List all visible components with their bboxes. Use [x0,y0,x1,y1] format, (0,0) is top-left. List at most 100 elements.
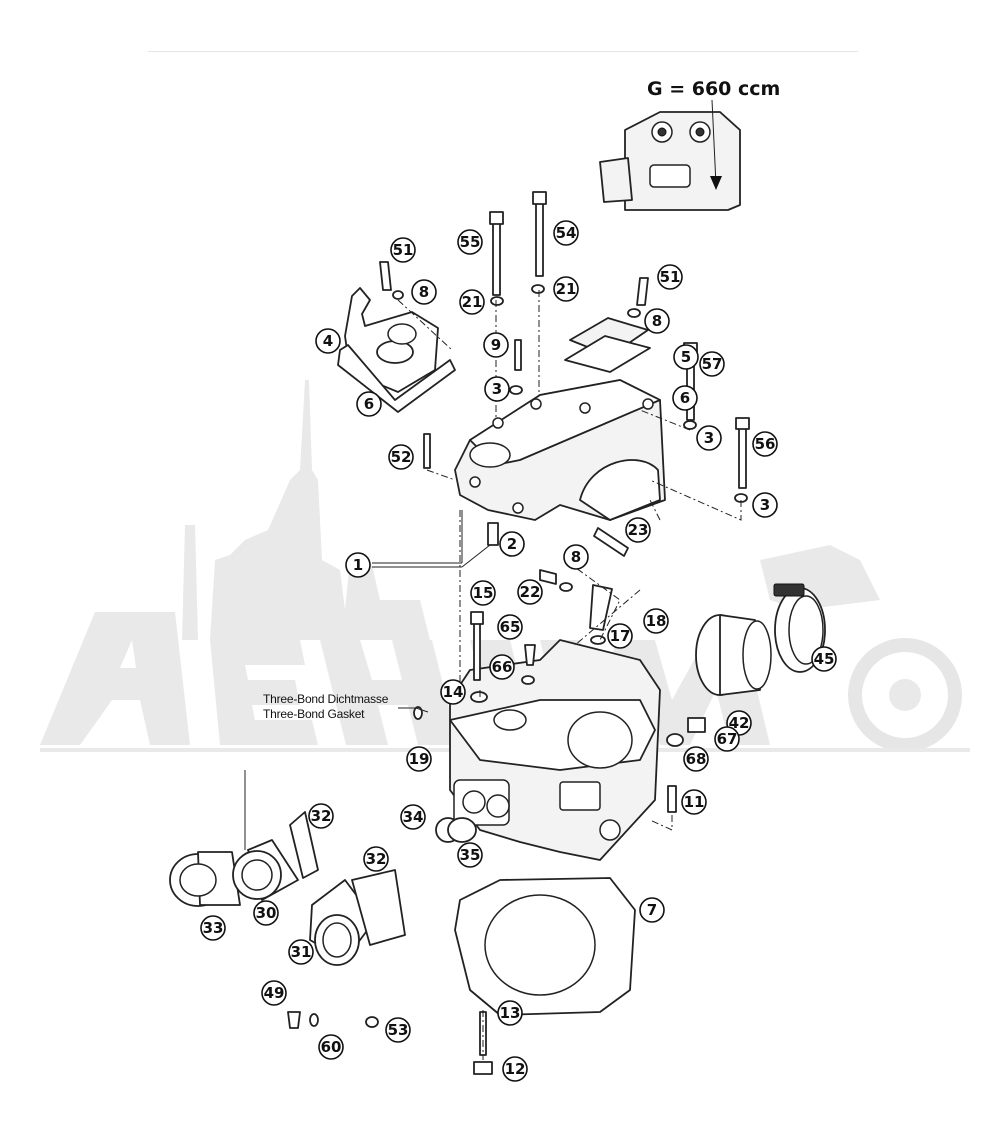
callout-13: 13 [497,1000,523,1026]
callout-text: 8 [571,548,581,566]
displacement-label: G = 660 ccm [647,78,781,100]
callout-51: 51 [390,237,416,263]
callout-text: 21 [556,280,577,298]
callout-1: 1 [345,552,371,578]
callout-text: 18 [646,612,667,630]
callout-17: 17 [607,623,633,649]
callout-53: 53 [385,1017,411,1043]
callout-text: 23 [628,521,649,539]
callout-text: 22 [520,583,541,601]
fasteners [287,191,750,1075]
callout-66: 66 [489,654,515,680]
callout-15: 15 [470,580,496,606]
callout-33: 33 [200,915,226,941]
head-gasket [454,877,636,1016]
callout-12: 12 [502,1056,528,1082]
callout-text: 66 [492,658,513,676]
callout-text: 1 [353,556,363,574]
callout-text: 34 [403,808,424,826]
sealant-note-line2: Three-Bond Gasket [263,707,365,721]
callout-text: 3 [704,429,714,447]
callout-text: 19 [409,750,430,768]
callout-text: 5 [681,348,691,366]
callout-text: 14 [443,683,464,701]
cylinder-head-thumbnail [599,99,741,211]
callout-18: 18 [643,608,669,634]
callout-55: 55 [457,229,483,255]
callout-23: 23 [625,517,651,543]
callout-67: 67 [714,726,740,752]
callout-text: 68 [686,750,707,768]
callout-text: 3 [760,496,770,514]
callout-57: 57 [699,351,725,377]
callout-30: 30 [253,900,279,926]
callout-text: 67 [717,730,738,748]
valve-cover-plate [564,317,651,373]
thermostat-housing [337,287,456,413]
callout-19: 19 [406,746,432,772]
callout-9: 9 [483,332,509,358]
callout-22: 22 [517,579,543,605]
sealant-note-line1: Three-Bond Dichtmasse [263,692,389,706]
callout-text: 12 [505,1060,526,1078]
cylinder-head [449,639,661,861]
callout-text: 52 [391,448,412,466]
callout-text: 17 [610,627,631,645]
callout-60: 60 [318,1034,344,1060]
camshaft-cover [454,379,666,521]
callout-text: 2 [507,535,517,553]
callout-45: 45 [811,646,837,672]
callout-text: 3 [492,380,502,398]
callout-3: 3 [484,376,510,402]
callout-8: 8 [644,308,670,334]
callout-text: 53 [388,1021,409,1039]
callout-3: 3 [696,425,722,451]
callout-35: 35 [457,842,483,868]
callout-text: 8 [652,312,662,330]
callout-14: 14 [440,679,466,705]
callout-text: 21 [462,293,483,311]
callout-34: 34 [400,804,426,830]
callout-text: 6 [680,389,690,407]
callout-5: 5 [673,344,699,370]
callout-text: 51 [393,241,414,259]
callout-text: 15 [473,584,494,602]
callout-52: 52 [388,444,414,470]
callout-32: 32 [308,803,334,829]
callout-text: 57 [702,355,723,373]
callout-31: 31 [288,939,314,965]
callout-8: 8 [563,544,589,570]
callout-text: 60 [321,1038,342,1056]
callout-51: 51 [657,264,683,290]
assembly-lines [372,290,742,1060]
callout-text: 32 [311,807,332,825]
callout-text: 33 [203,919,224,937]
callout-2: 2 [499,531,525,557]
callout-text: 55 [460,233,481,251]
callout-54: 54 [553,220,579,246]
callout-text: 56 [755,435,776,453]
intake-boot [695,614,772,696]
callout-6: 6 [672,385,698,411]
callout-21: 21 [553,276,579,302]
callout-text: 8 [419,283,429,301]
callout-text: 30 [256,904,277,922]
callout-text: 35 [460,846,481,864]
callout-text: 54 [556,224,577,242]
callout-65: 65 [497,614,523,640]
callout-text: 6 [364,395,374,413]
callout-68: 68 [683,746,709,772]
callout-7: 7 [639,897,665,923]
callout-6: 6 [356,391,382,417]
callout-56: 56 [752,431,778,457]
callout-4: 4 [315,328,341,354]
callout-text: 9 [491,336,501,354]
callout-text: 11 [684,793,705,811]
callout-49: 49 [261,980,287,1006]
callout-text: 51 [660,268,681,286]
hose-clamp [773,583,826,673]
exhaust-flanges [169,770,406,966]
callout-11: 11 [681,789,707,815]
callout-21: 21 [459,289,485,315]
